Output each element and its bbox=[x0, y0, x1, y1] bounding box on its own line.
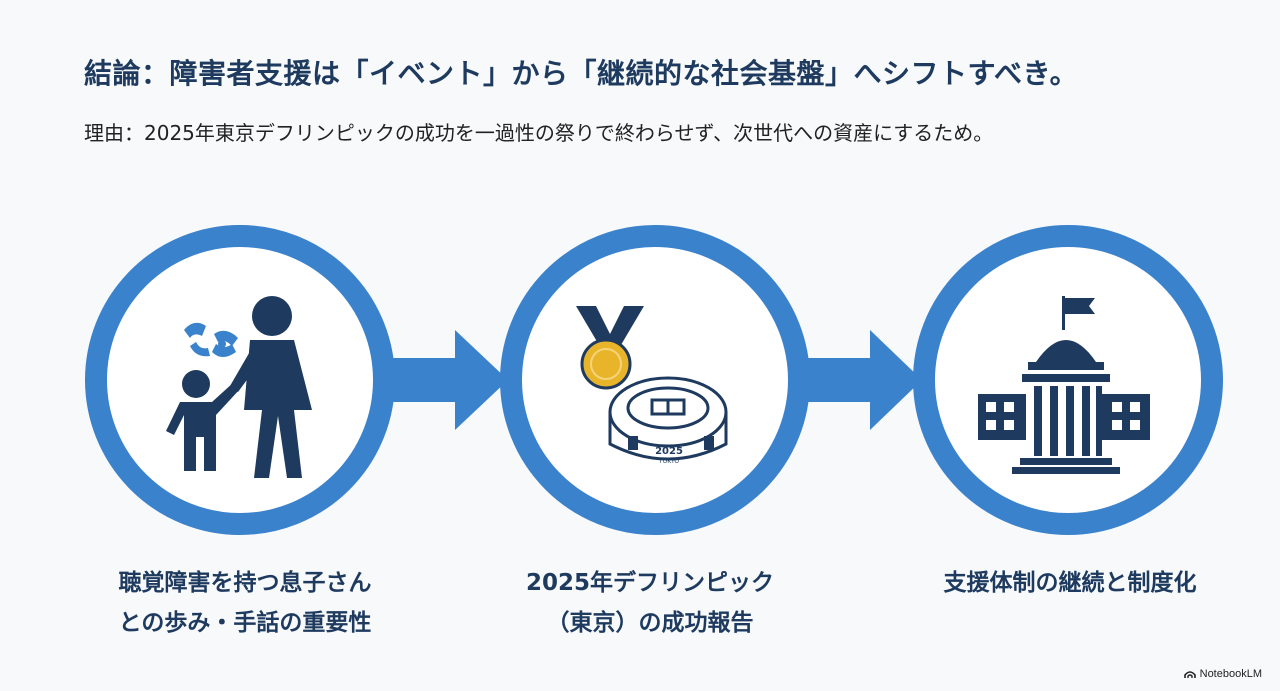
family-sign-language-icon bbox=[166, 296, 312, 478]
step-3-caption-line1: 支援体制の継続と制度化 bbox=[943, 570, 1197, 596]
page-title: 結論：障害者支援は「イベント」から「継続的な社会基盤」へシフトすべき。 bbox=[84, 57, 1079, 90]
medal-stadium-icon: 2025 TOKYO bbox=[576, 306, 728, 465]
step-2-circle: 2025 TOKYO bbox=[500, 225, 810, 535]
step-2-caption-line2: （東京）の成功報告 bbox=[546, 610, 754, 636]
notebooklm-logo-icon bbox=[1183, 671, 1196, 678]
step-1-caption-line2: との歩み・手話の重要性 bbox=[118, 610, 372, 636]
step-2-caption-line1: 2025年デフリンピック bbox=[525, 570, 774, 596]
step-1-caption: 聴覚障害を持つ息子さん との歩み・手話の重要性 bbox=[60, 563, 430, 643]
stadium-year-label: 2025 bbox=[655, 446, 683, 457]
government-building-icon bbox=[978, 296, 1150, 474]
brand-label: NotebookLM bbox=[1199, 668, 1262, 680]
reason-text: 理由：2025年東京デフリンピックの成功を一過性の祭りで終わらせず、次世代への資… bbox=[84, 121, 994, 145]
brand-watermark: NotebookLM bbox=[1183, 668, 1262, 680]
stadium-city-label: TOKYO bbox=[658, 458, 679, 465]
step-3-caption: 支援体制の継続と制度化 bbox=[885, 563, 1255, 603]
step-3-circle bbox=[913, 225, 1223, 535]
step-1-caption-line1: 聴覚障害を持つ息子さん bbox=[118, 570, 372, 596]
step-2-caption: 2025年デフリンピック （東京）の成功報告 bbox=[470, 563, 830, 643]
step-1-circle bbox=[85, 225, 395, 535]
